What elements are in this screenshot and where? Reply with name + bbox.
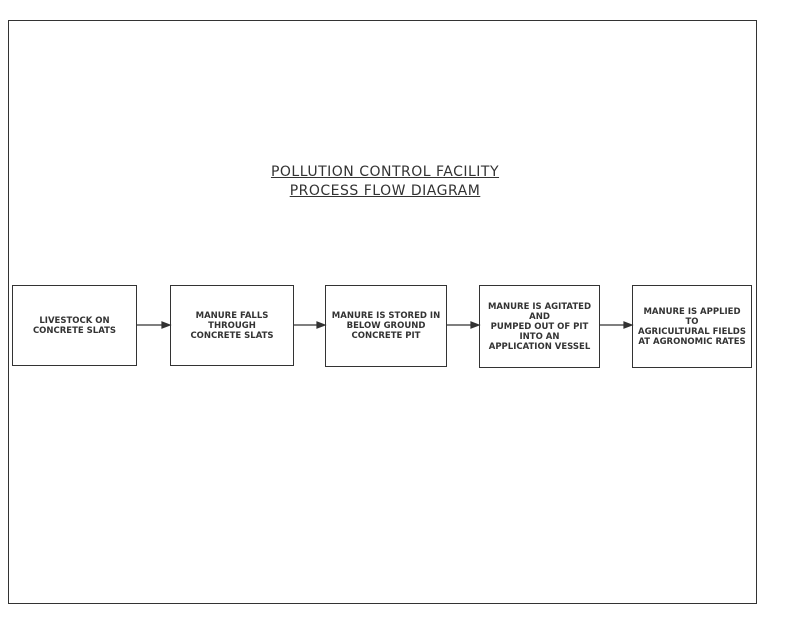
arrowhead bbox=[470, 321, 481, 329]
arrowhead bbox=[161, 321, 172, 329]
step-livestock: LIVESTOCK ON CONCRETE SLATS bbox=[12, 285, 137, 366]
step-manure-applied: MANURE IS APPLIED TO AGRICULTURAL FIELDS… bbox=[632, 285, 752, 368]
arrowhead bbox=[623, 321, 634, 329]
drawing-frame bbox=[8, 20, 757, 604]
diagram-title: POLLUTION CONTROL FACILITY bbox=[270, 164, 500, 180]
arrowhead bbox=[316, 321, 327, 329]
step-manure-stored: MANURE IS STORED IN BELOW GROUND CONCRET… bbox=[325, 285, 447, 367]
step-manure-falls: MANURE FALLS THROUGH CONCRETE SLATS bbox=[170, 285, 294, 366]
step-manure-agitated: MANURE IS AGITATED AND PUMPED OUT OF PIT… bbox=[479, 285, 600, 368]
diagram-subtitle: PROCESS FLOW DIAGRAM bbox=[289, 183, 481, 199]
